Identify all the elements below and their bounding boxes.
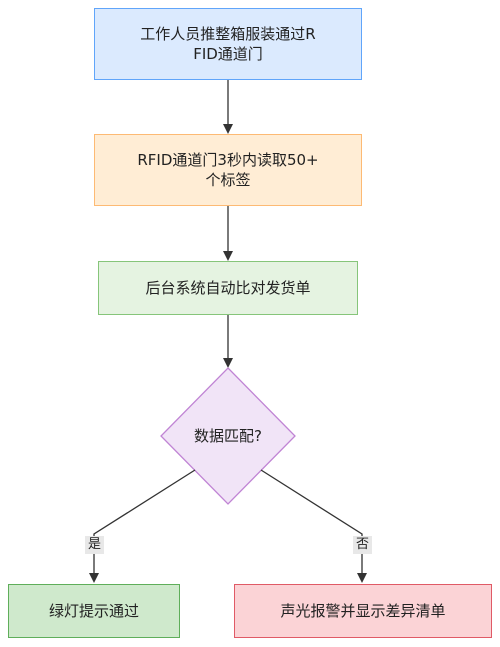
decision-label-box: 数据匹配? bbox=[178, 424, 278, 448]
decision-label: 数据匹配? bbox=[194, 427, 262, 445]
step-push-through-gate-line2: FID通道门 bbox=[193, 45, 263, 63]
edge-no-label: 否 bbox=[353, 536, 373, 554]
edge-decision-yes bbox=[89, 469, 196, 583]
result-green-pass: 绿灯提示通过 bbox=[8, 584, 180, 638]
step-read-tags-line1: RFID通道门3秒内读取50+ bbox=[137, 151, 319, 169]
result-green-pass-label: 绿灯提示通过 bbox=[48, 602, 139, 620]
result-alarm-label: 声光报警并显示差异清单 bbox=[280, 602, 446, 620]
step-compare-invoice: 后台系统自动比对发货单 bbox=[98, 261, 358, 315]
step-push-through-gate: 工作人员推整箱服装通过R FID通道门 bbox=[94, 8, 362, 80]
step-read-tags-line2: 个标签 bbox=[205, 171, 251, 189]
step-read-tags: RFID通道门3秒内读取50+ 个标签 bbox=[94, 134, 362, 206]
result-alarm: 声光报警并显示差异清单 bbox=[234, 584, 492, 638]
edge-yes-label: 是 bbox=[85, 536, 105, 554]
step-push-through-gate-line1: 工作人员推整箱服装通过R bbox=[140, 25, 316, 43]
step-compare-invoice-label: 后台系统自动比对发货单 bbox=[145, 279, 311, 297]
edge-decision-no bbox=[260, 469, 367, 583]
